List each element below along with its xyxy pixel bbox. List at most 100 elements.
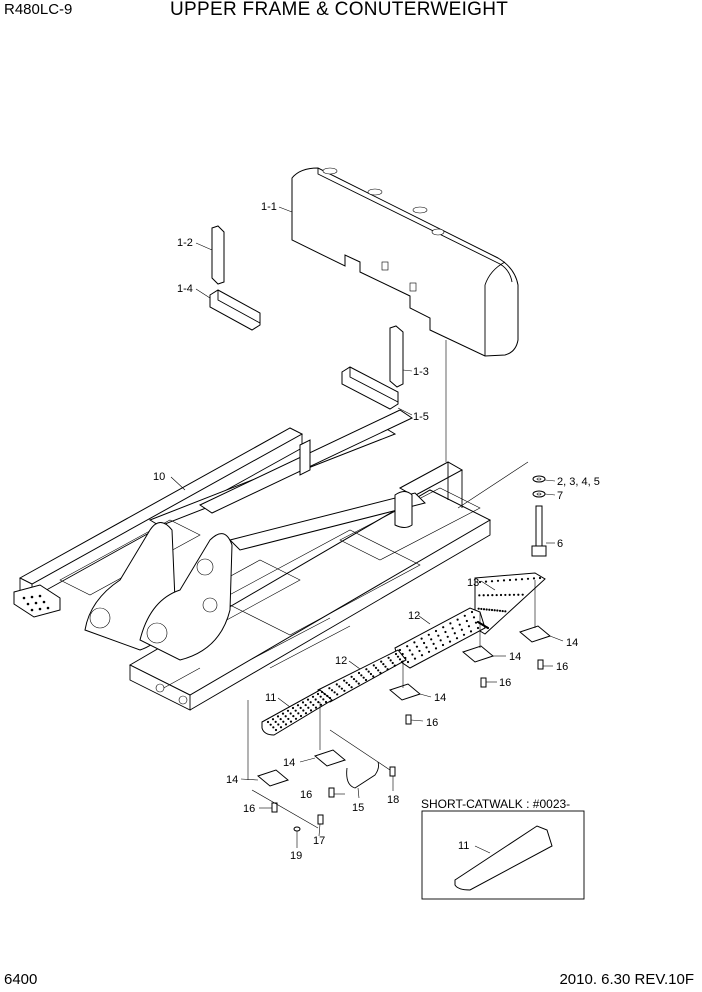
perforation-dot [279,726,283,729]
perforation-dot [526,577,530,580]
perforation-dot [297,712,300,715]
perforation-dot [465,619,468,623]
inset-title: SHORT-CATWALK : #0023- [421,797,570,811]
perforation-dot [446,635,449,638]
perforation-dot [472,616,476,619]
perforation-dot [496,609,499,612]
catwalk-11 [261,689,333,736]
perforation-dot [460,628,463,631]
perforation-dot [408,649,411,652]
perforation-dot [467,625,471,628]
perforation-dot [357,682,360,685]
perforation-dot [320,690,324,694]
perforation-dot [448,640,452,643]
perforation-dot [434,647,438,650]
perforation-dot [501,609,504,613]
perforation-dot [453,632,456,635]
perforation-dot [309,701,312,704]
inset-box [421,810,585,900]
perforation-dot [333,691,336,694]
perforation-dot [276,715,280,718]
callout-14: 14 [434,692,446,704]
perforation-dot [365,668,368,671]
perforation-dot [456,618,459,621]
callout-14: 14 [226,774,238,786]
perforation-dot [299,714,303,718]
perforation-dot [398,658,402,661]
perforation-dot [374,666,378,669]
perforation-dot [517,593,520,596]
callout-1-4: 1-4 [177,283,193,295]
perforation-dot [326,694,329,698]
perforation-dot [477,607,480,610]
perforation-dot [314,698,317,701]
perforation-dot [302,709,305,712]
perforation-dot [470,610,474,614]
perforation-dot [338,685,341,688]
perforation-dot [279,717,282,721]
perforation-dot [384,665,387,668]
callout-13: 13 [467,577,479,589]
perforation-dot [469,630,473,633]
perforation-dot [380,660,383,663]
perforation-dot [512,593,516,596]
perforation-dot [269,723,272,726]
perforation-dot [415,645,419,648]
perforation-dot [482,608,486,611]
perforation-dot [432,642,435,645]
perforation-dot [490,580,494,583]
upper-frame [13,409,492,711]
perforation-dot [289,712,292,715]
perforation-dot [406,660,410,664]
perforation-dot [420,637,423,640]
perforation-dot [508,593,511,596]
perforation-dot [386,668,389,671]
plate-1-4 [209,289,261,331]
perforation-dot [413,657,417,660]
perforation-dot [508,578,512,582]
perforation-dot [413,641,416,644]
perforation-dot [434,629,438,633]
perforation-dot [449,622,452,625]
perforation-dot [520,578,524,581]
perforation-dot [294,709,297,712]
perforation-dot [350,675,353,678]
small-bolts [271,659,544,832]
perforation-dot [406,645,409,648]
perforation-dot [316,692,320,696]
perforation-dot [286,709,290,712]
perforation-dot [478,580,482,584]
perforation-dot [451,627,454,630]
perforation-dot [458,623,461,626]
perforation-dot [398,648,402,652]
callout-2-3-4-5: 2, 3, 4, 5 [557,476,600,488]
perforation-dot [292,715,295,718]
perforation-dot [284,723,288,726]
perforation-dot [311,695,315,698]
perforation-dot [389,659,392,662]
perforation-dot [485,608,488,611]
callout-14: 14 [509,651,521,663]
perforation-dot [348,683,351,687]
perforation-dot [362,676,365,679]
perforation-dot [491,594,494,597]
perforation-dot [439,639,442,642]
perforation-dot [482,594,485,597]
perforation-dot [400,660,404,664]
perforation-dot [474,621,478,624]
perforation-dot [538,576,542,580]
perforation-dot [502,579,506,582]
perforation-dot [343,679,346,682]
perforation-dot [319,703,323,706]
perforation-dot [490,608,494,612]
page-title: UPPER FRAME & CONUTERWEIGHT [170,0,509,20]
callout-1-5: 1-5 [413,411,429,423]
perforation-dot [289,720,293,723]
perforation-dot [484,580,488,583]
perforation-dot [282,720,285,723]
perforation-dot [514,578,518,581]
perforation-dot [330,689,334,692]
perforation-dot [312,703,315,707]
callout-16: 16 [300,789,312,801]
perforation-dot [379,671,382,674]
